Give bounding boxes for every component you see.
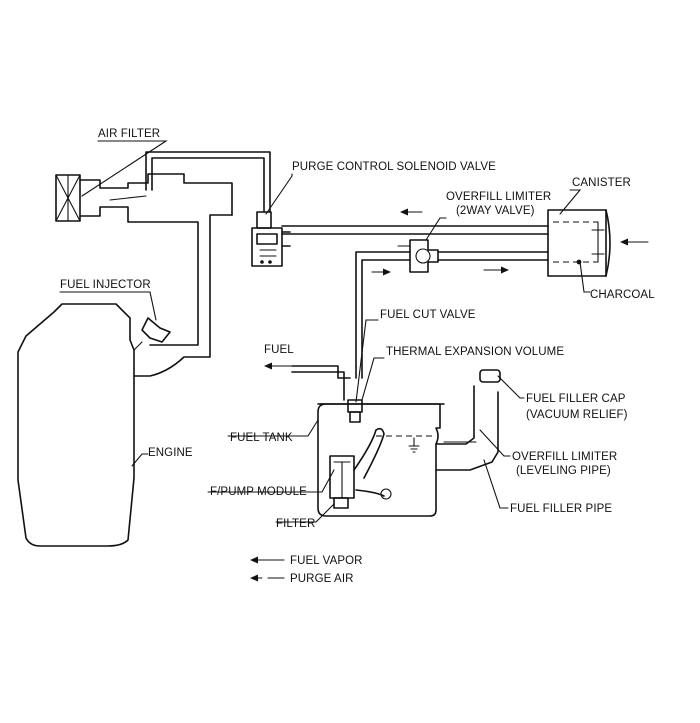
legend-fuel-vapor-label: FUEL VAPOR <box>290 555 363 567</box>
purge-control-solenoid-valve <box>251 211 291 267</box>
label-thermal-expansion-volume: THERMAL EXPANSION VOLUME <box>386 346 564 358</box>
flow-arrow-left-upper <box>400 208 423 216</box>
label-fuel-filler-cap: FUEL FILLER CAP <box>526 393 626 405</box>
filter <box>333 497 349 509</box>
intake-duct <box>79 173 233 377</box>
fuel-line <box>291 365 351 401</box>
legend-purge-air-label: PURGE AIR <box>290 573 354 585</box>
fuel-injector <box>133 317 171 351</box>
fuel-flow-arrow <box>264 362 293 370</box>
engine <box>17 303 135 547</box>
fuel-pump-module <box>329 427 392 500</box>
label-fpump-module: F/PUMP MODULE <box>210 486 307 498</box>
label-fuel-filler-pipe: FUEL FILLER PIPE <box>510 503 612 515</box>
air-filter <box>55 174 81 222</box>
overfill-limiter-2way-valve <box>355 239 549 379</box>
legend: FUEL VAPOR PURGE AIR <box>250 555 363 585</box>
label-purge-control-solenoid-valve: PURGE CONTROL SOLENOID VALVE <box>292 161 496 173</box>
label-charcoal: CHARCOAL <box>590 289 655 301</box>
label-overfill-limiter-2way-sub: (2WAY VALVE) <box>456 205 535 217</box>
legend-fuel-vapor-symbol <box>250 556 285 564</box>
label-overfill-limiter-leveling: OVERFILL LIMITER <box>512 451 617 463</box>
label-engine: ENGINE <box>148 447 193 459</box>
leader-lines <box>59 140 591 523</box>
canister-inlet-arrow <box>620 238 649 246</box>
fuel-tank <box>317 403 445 517</box>
legend-purge-air-symbol <box>250 574 285 582</box>
label-overfill-limiter-leveling-sub: (LEVELING PIPE) <box>516 465 611 477</box>
purge-hose-top <box>145 151 271 213</box>
label-filter: FILTER <box>276 518 315 530</box>
label-canister: CANISTER <box>572 177 631 189</box>
vapor-line-to-canister <box>281 225 549 235</box>
label-fuel-injector: FUEL INJECTOR <box>60 279 151 291</box>
label-fuel: FUEL <box>264 344 294 356</box>
flow-arrow-right-2 <box>483 266 509 274</box>
fuel-filler-pipe <box>435 385 499 471</box>
label-fuel-filler-cap-sub: (VACUUM RELIEF) <box>526 409 628 421</box>
label-overfill-limiter-2way: OVERFILL LIMITER <box>446 191 551 203</box>
label-fuel-tank: FUEL TANK <box>230 432 293 444</box>
canister <box>547 209 611 277</box>
label-fuel-cut-valve: FUEL CUT VALVE <box>380 309 476 321</box>
fuel-cut-valve <box>347 399 363 423</box>
flow-arrow-right-1 <box>371 268 391 276</box>
fuel-filler-cap <box>479 369 501 383</box>
label-air-filter: AIR FILTER <box>98 128 160 140</box>
